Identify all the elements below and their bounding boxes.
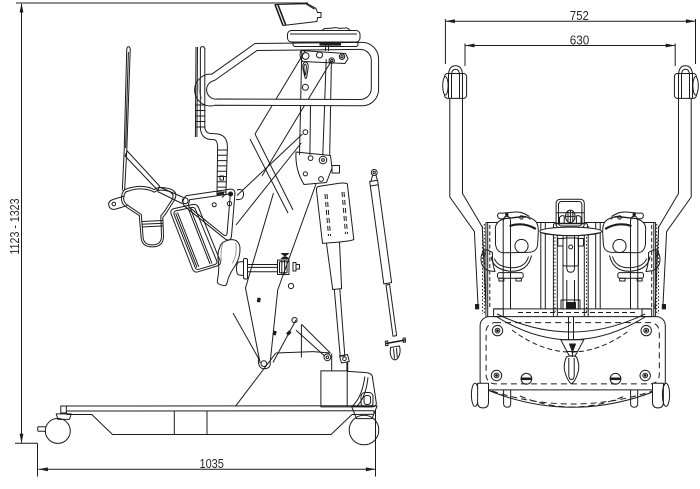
svg-text:1035: 1035: [199, 457, 224, 471]
svg-text:630: 630: [570, 33, 590, 47]
svg-text:752: 752: [570, 9, 589, 23]
svg-text:1123 - 1323: 1123 - 1323: [8, 198, 22, 254]
